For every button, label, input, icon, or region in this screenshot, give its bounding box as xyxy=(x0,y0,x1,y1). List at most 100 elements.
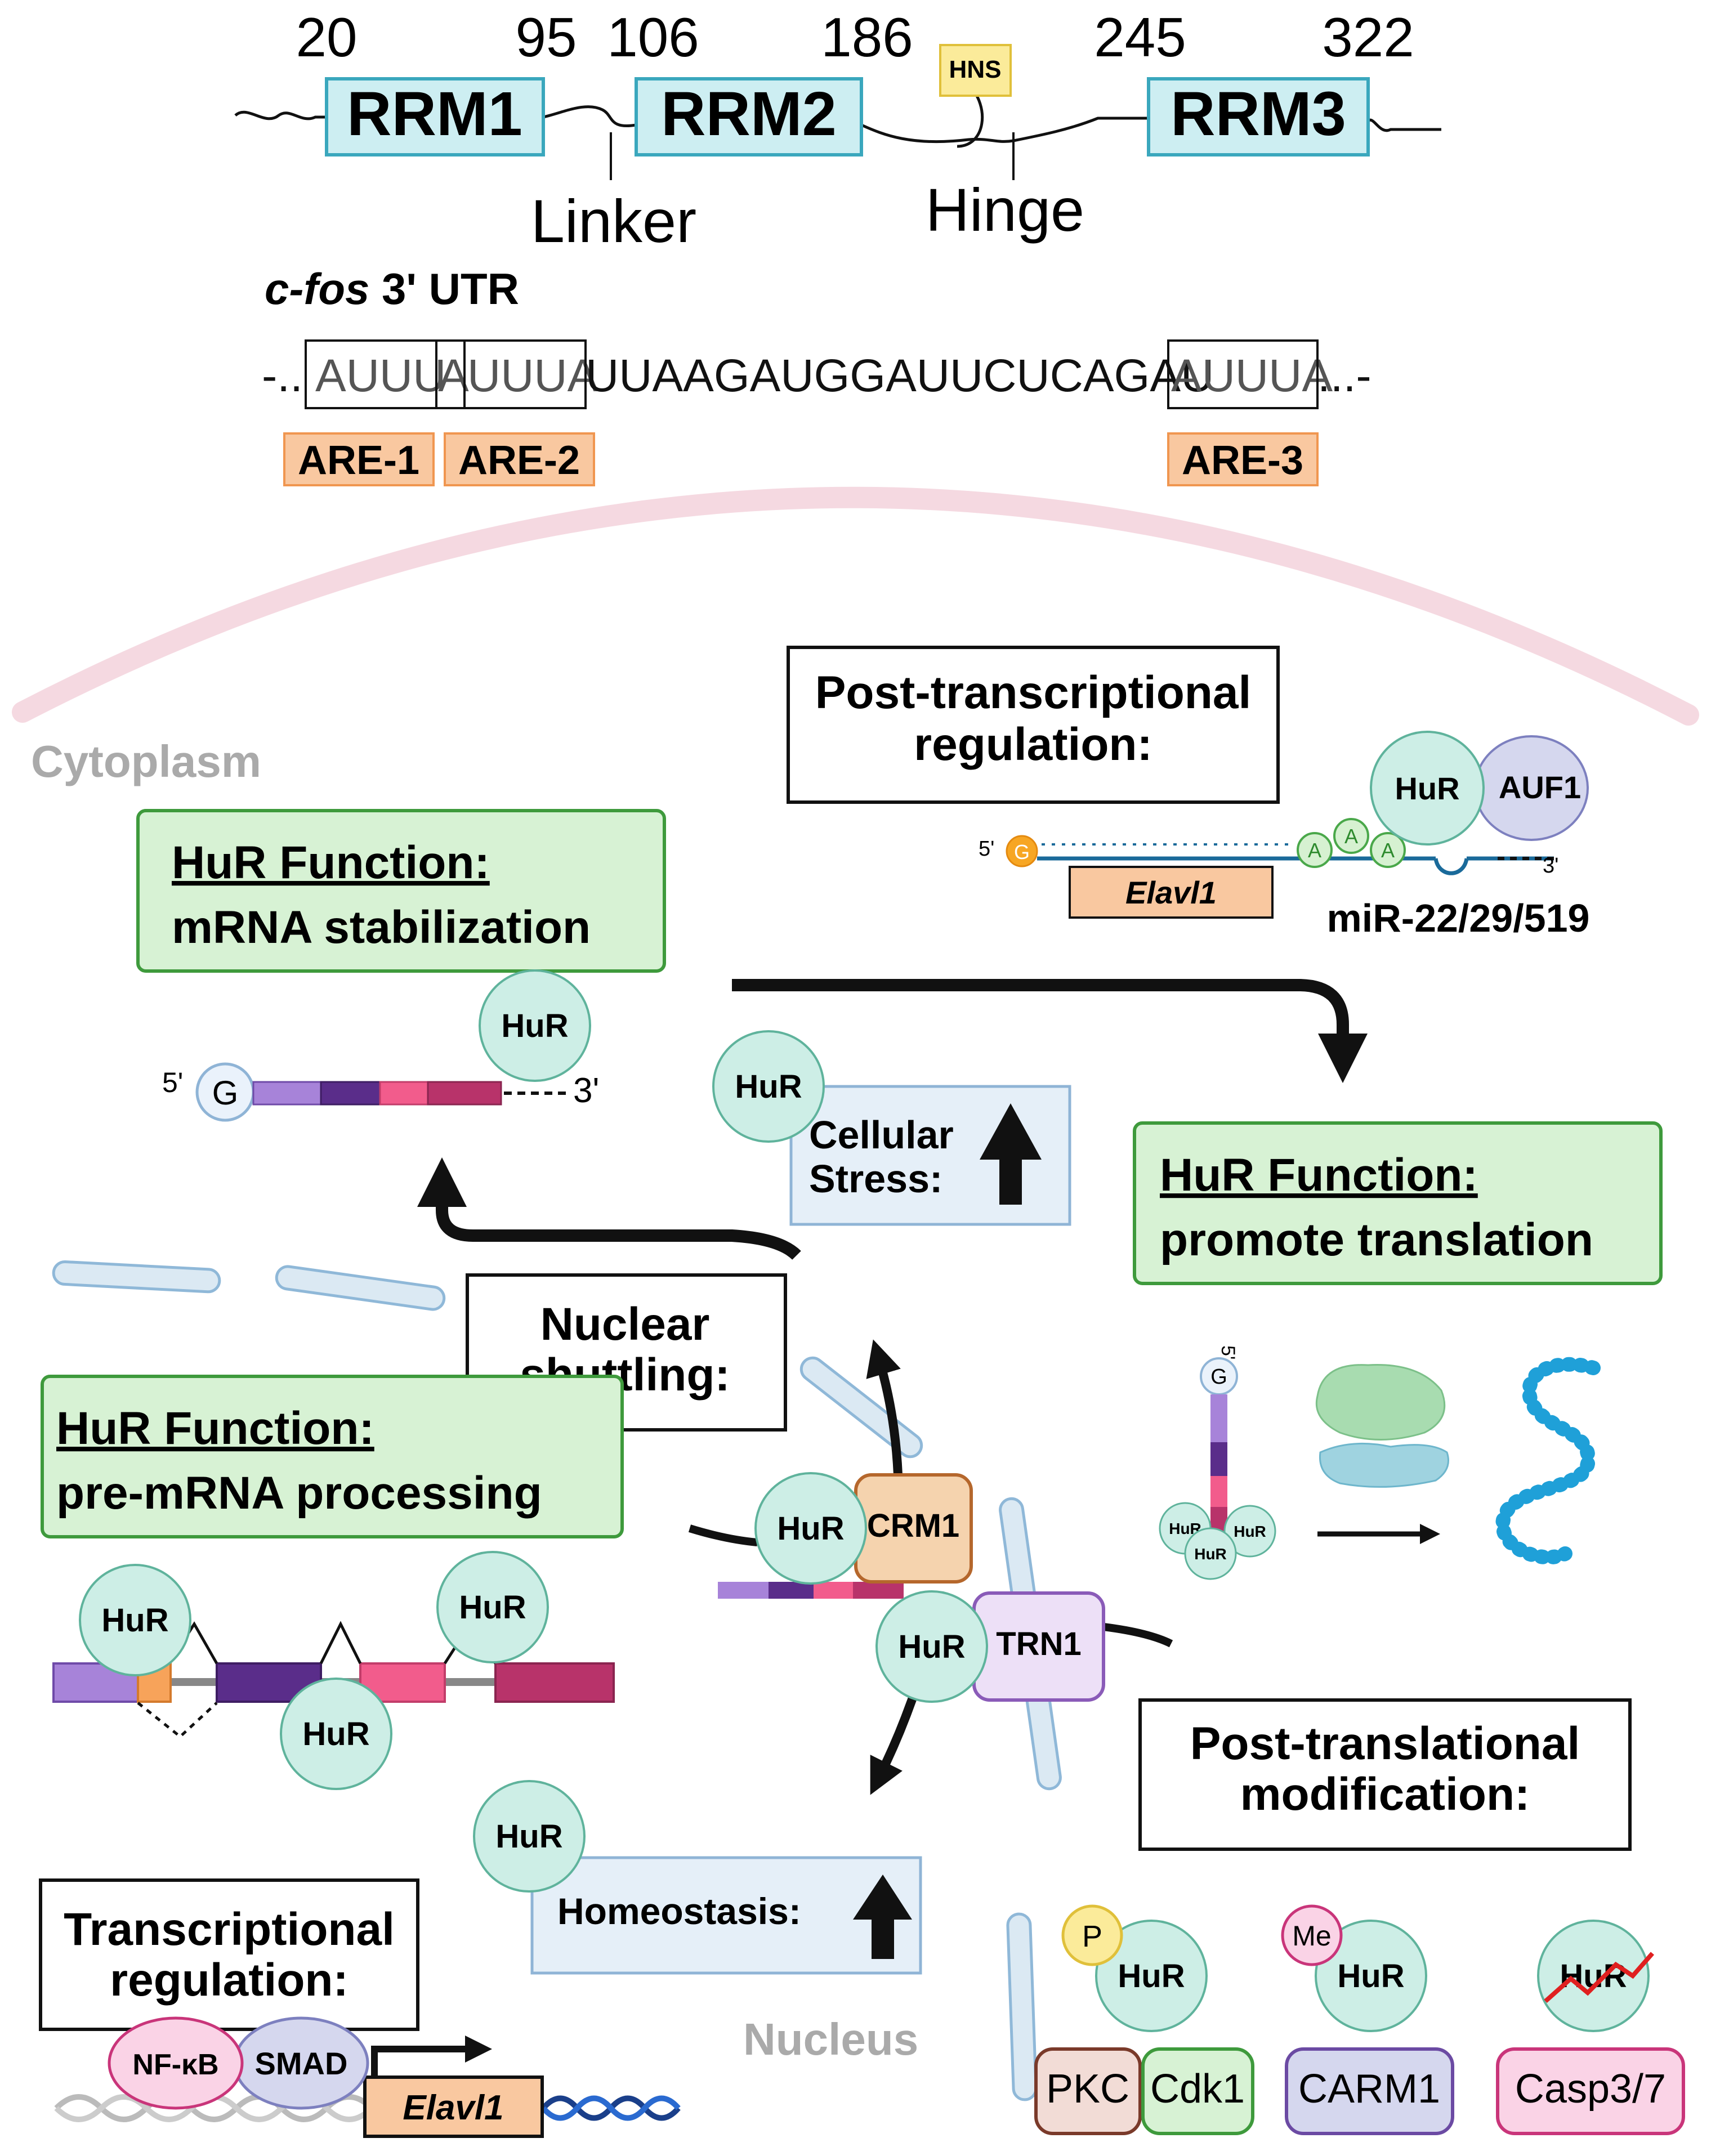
stress-hur xyxy=(712,1030,825,1143)
transcriptional-panel: Transcriptional regulation: Elavl1 SMAD … xyxy=(39,1878,681,2138)
ptr-five-prime: 5' xyxy=(979,837,994,861)
trn1-hur-label: HuR xyxy=(898,1629,965,1665)
rrm2-box xyxy=(635,77,863,156)
utr-seq-end: ...- xyxy=(1317,350,1372,401)
utr-section: c-fos 3' UTR -.. AUUU A UUUA UUAAGAUGGAU… xyxy=(262,264,1372,486)
tr-title-line1: Transcriptional xyxy=(64,1904,395,1955)
envelope-segment-3 xyxy=(799,1356,923,1459)
poly-a-2 xyxy=(1333,818,1369,854)
poly-a-1 xyxy=(1297,832,1333,868)
envelope-segment-5 xyxy=(1006,1912,1038,2101)
proc-hur-3-label: HuR xyxy=(302,1716,369,1752)
ptr-gene-box xyxy=(1069,866,1274,919)
trans-hur-3 xyxy=(1184,1527,1237,1580)
stabilization-panel: HuR Function: mRNA stabilization 5' G 3'… xyxy=(136,809,666,1122)
ptm-title-line1: Post-translational xyxy=(1190,1718,1580,1769)
ptm-hur-1 xyxy=(1095,1920,1208,2032)
rrm2-label: RRM2 xyxy=(661,79,837,149)
envelope-segment-1 xyxy=(52,1260,221,1294)
envelope-segment-2 xyxy=(275,1265,446,1311)
dna-strand-gray-1 xyxy=(54,2094,374,2122)
stab-cap-label: G xyxy=(212,1074,239,1112)
pos-245: 245 xyxy=(1094,6,1186,68)
protein-chain xyxy=(1495,1357,1601,1565)
dna-strand-blue-2 xyxy=(541,2095,681,2121)
domain-structure: RRM1 RRM2 RRM3 HNS 20 95 106 186 245 322… xyxy=(234,6,1441,255)
trans-exon-pink xyxy=(1210,1476,1227,1507)
carm1-box xyxy=(1285,2047,1454,2135)
proc-hur-1-label: HuR xyxy=(101,1602,168,1639)
mirna-label: miR-22/29/519 xyxy=(1327,896,1590,940)
splice-junction-2 xyxy=(319,1621,362,1665)
proc-exon-maroon xyxy=(494,1662,615,1703)
trans-exon-purple xyxy=(1210,1394,1227,1442)
proc-hur-3 xyxy=(280,1678,392,1790)
alt-splice-junction xyxy=(137,1702,218,1739)
ribosome-large xyxy=(1315,1364,1446,1441)
linker-label: Linker xyxy=(531,187,696,255)
post-transcriptional-panel: Post-transcriptional regulation: 5' G 3'… xyxy=(787,646,1590,940)
stress-line1: Cellular xyxy=(809,1113,954,1157)
path-to-stabilization xyxy=(417,1157,801,1260)
utr-seq-box1: AUUU xyxy=(315,350,446,401)
trans-exon-dark xyxy=(1210,1442,1227,1476)
homeostasis-hur xyxy=(473,1780,586,1893)
stabilization-box xyxy=(136,809,666,973)
processing-body: pre-mRNA processing xyxy=(56,1468,542,1519)
shuttle-exon-maroon xyxy=(853,1582,904,1599)
poly-a-1-label: A xyxy=(1308,839,1321,862)
are2-label: ARE-2 xyxy=(458,438,580,483)
trans-hur-2 xyxy=(1223,1505,1276,1558)
translation-heading: HuR Function: xyxy=(1160,1149,1478,1201)
phospho-circle xyxy=(1061,1904,1123,1966)
pkc-label: PKC xyxy=(1046,2066,1129,2112)
are1-label: ARE-1 xyxy=(298,438,419,483)
pos-95: 95 xyxy=(515,6,577,68)
tr-gene-box xyxy=(363,2076,544,2138)
rrm3-box xyxy=(1147,77,1370,156)
homeostasis-panel: Homeostasis: HuR xyxy=(473,1780,922,1975)
ptm-hur-2-label: HuR xyxy=(1337,1958,1404,1994)
stab-hur xyxy=(479,969,591,1082)
proc-hur-2 xyxy=(436,1551,549,1663)
pos-322: 322 xyxy=(1322,6,1414,68)
ptr-cap-label: G xyxy=(1014,840,1030,864)
ptr-hur xyxy=(1370,731,1485,846)
casp-label: Casp3/7 xyxy=(1515,2066,1666,2112)
shuttle-exon-purple xyxy=(718,1582,769,1599)
utr-seq-box2: UUUA xyxy=(467,350,598,401)
proc-hur-2-label: HuR xyxy=(459,1589,526,1626)
hns-box xyxy=(939,44,1012,97)
translation-body: promote translation xyxy=(1160,1214,1593,1265)
rrm1-label: RRM1 xyxy=(347,79,522,149)
poly-a-2-label: A xyxy=(1344,825,1358,848)
translation-panel: HuR Function: promote translation 5' G H… xyxy=(1133,1121,1663,1580)
ptm-title-box xyxy=(1138,1698,1632,1851)
pos-20: 20 xyxy=(296,6,357,68)
methyl-circle xyxy=(1281,1904,1343,1966)
crm1-strand xyxy=(688,1524,758,1546)
trans-cap-label: G xyxy=(1210,1365,1227,1389)
trn1-label: TRN1 xyxy=(996,1626,1081,1662)
processing-panel: HuR Function: pre-mRNA processing HuR Hu… xyxy=(41,1375,624,1790)
cdk1-label: Cdk1 xyxy=(1150,2066,1245,2112)
stab-hur-label: HuR xyxy=(501,1008,568,1044)
casp-box xyxy=(1496,2047,1685,2135)
crm1-label: CRM1 xyxy=(867,1508,959,1544)
ptm-hur-3 xyxy=(1537,1920,1650,2032)
homeostasis-up-arrow xyxy=(853,1875,912,1959)
phospho-label: P xyxy=(1082,1920,1102,1953)
stab-exon-purple xyxy=(252,1081,322,1106)
utr-seq-mid: UUAAGAUGGAUUCUCAGAU xyxy=(586,350,1214,401)
shuttling-panel: Nuclear shuttling: CRM1 HuR TRN1 HuR xyxy=(417,1157,1173,1795)
utr-seq-box3: AUUUA xyxy=(1171,350,1333,401)
are-box-2 xyxy=(435,339,587,409)
export-arrow xyxy=(866,1339,903,1475)
smad-label: SMAD xyxy=(255,2046,348,2081)
rrm1-box xyxy=(325,77,545,156)
shuttle-exon-dark xyxy=(769,1582,814,1599)
ptr-hur-label: HuR xyxy=(1395,771,1459,806)
tr-gene-label: Elavl1 xyxy=(403,2088,503,2127)
tr-title-box xyxy=(39,1878,419,2031)
crm1-hur-label: HuR xyxy=(777,1510,844,1547)
